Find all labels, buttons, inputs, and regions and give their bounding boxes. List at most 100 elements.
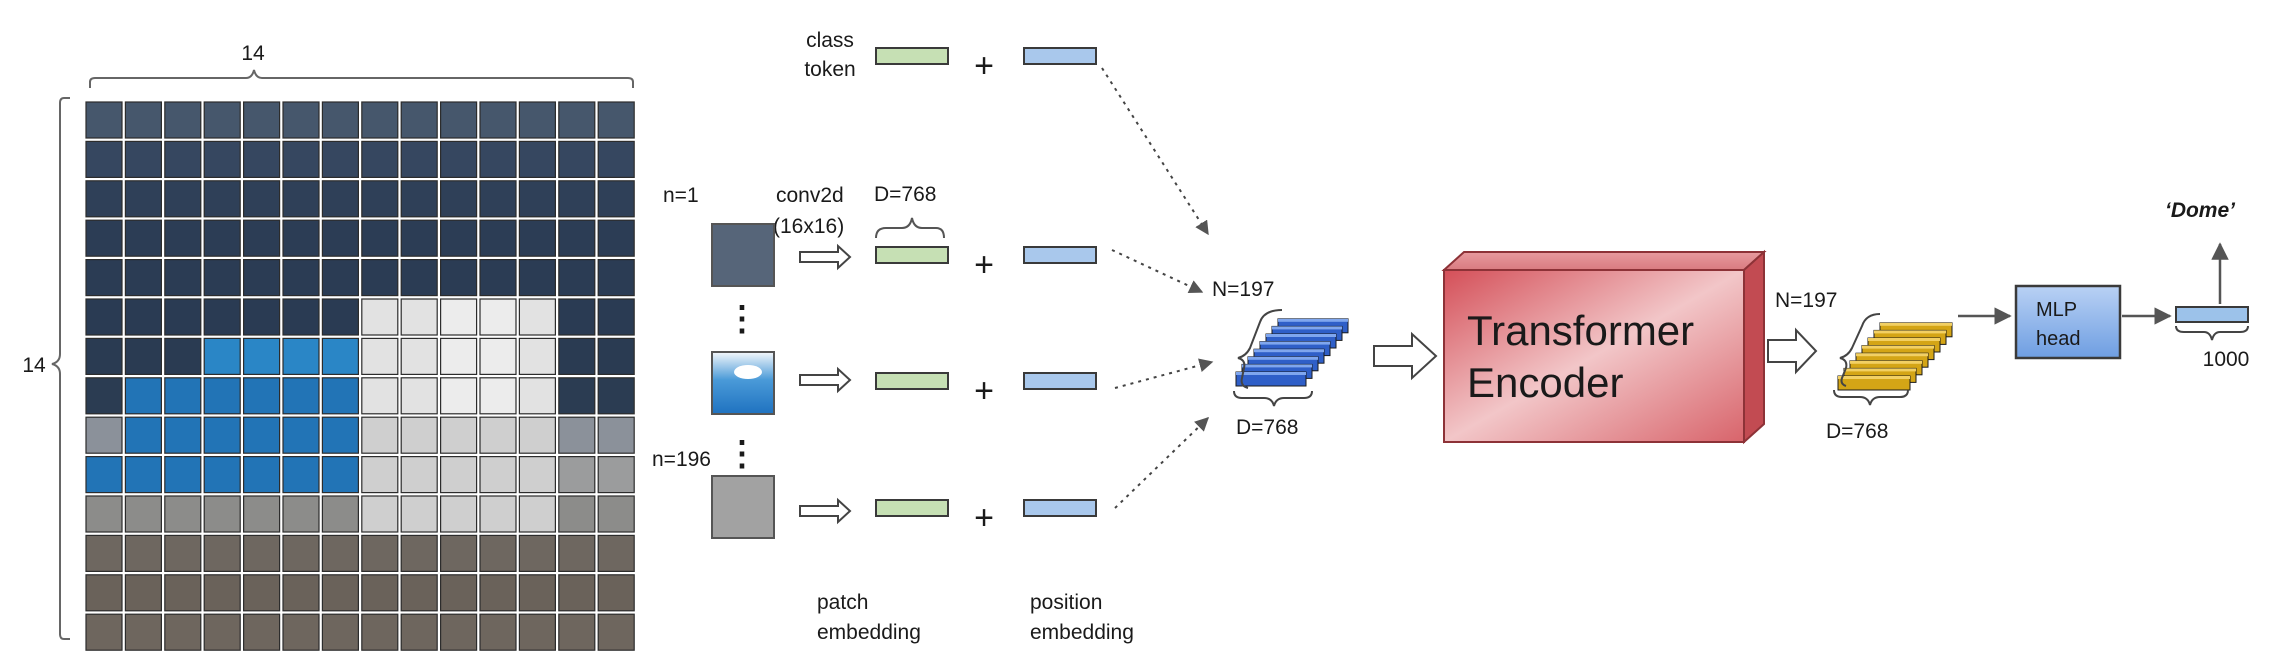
sequence-token-highlight: [1254, 349, 1324, 353]
grid-patch-cell: [361, 377, 399, 415]
plus-sign: +: [974, 372, 994, 410]
grid-patch-cell: [400, 534, 438, 573]
grid-patch-cell: [85, 219, 123, 257]
patch-first: [711, 223, 775, 287]
grid-patch-cell: [597, 219, 635, 257]
grid-patch-cell: [321, 219, 359, 257]
position-embedding-vector: [1023, 47, 1097, 65]
grid-patch-cell: [85, 101, 123, 139]
grid-patch-cell: [400, 337, 438, 375]
grid-patch-cell: [518, 219, 557, 257]
grid-patch-cell: [518, 259, 557, 297]
grid-patch-cell: [479, 613, 517, 651]
transformer-encoder-block: Transformer Encoder: [1441, 249, 1767, 445]
grid-patch-cell: [361, 416, 399, 454]
sequence-token-highlight: [1856, 353, 1928, 357]
sequence-token-highlight: [1278, 318, 1348, 322]
plus-sign: +: [974, 47, 994, 85]
grid-patch-cell: [164, 456, 202, 494]
class-token-line1: class: [806, 29, 854, 52]
grid-patch-cell: [440, 416, 478, 454]
input-token-sequence: [1235, 318, 1349, 387]
grid-patch-cell: [85, 377, 123, 415]
grid-patch-cell: [400, 219, 438, 257]
grid-patch-cell: [282, 259, 320, 297]
encoder-title-line2: Encoder: [1467, 359, 1623, 406]
grid-patch-cell: [164, 613, 202, 651]
grid-patch-cell: [321, 574, 359, 612]
output-logits-bar: [2175, 306, 2249, 323]
patch-dots-lower: ⋮: [725, 435, 759, 473]
patch-embedding-line1: patch: [817, 591, 868, 614]
grid-patch-cell: [558, 337, 596, 375]
grid-patch-cell: [321, 298, 359, 336]
grid-patch-cell: [243, 219, 281, 257]
patch-last: [711, 475, 775, 539]
grid-patch-cell: [361, 574, 399, 612]
plus-sign: +: [974, 499, 994, 537]
grid-patch-cell: [321, 613, 359, 651]
grid-patch-cell: [400, 140, 438, 178]
grid-patch-cell: [164, 574, 202, 612]
dotted-arrow-class: [1101, 67, 1209, 236]
grid-patch-cell: [282, 495, 320, 533]
grid-patch-cell: [203, 101, 241, 139]
grid-patch-cell: [558, 534, 596, 573]
grid-patch-cell: [85, 456, 123, 494]
plus-sign: +: [974, 246, 994, 284]
patch-arrow-1: [799, 243, 852, 271]
grid-patch-cell: [597, 613, 635, 651]
grid-patch-cell: [479, 180, 517, 218]
grid-patch-cell: [518, 613, 557, 651]
grid-patch-cell: [479, 259, 517, 297]
output-n-brace: [1839, 313, 1881, 387]
grid-patch-cell: [164, 337, 202, 375]
grid-patch-cell: [124, 416, 163, 454]
grid-patch-cell: [164, 298, 202, 336]
position-embedding-line1: position: [1030, 591, 1102, 614]
grid-patch-cell: [243, 574, 281, 612]
grid-patch-cell: [440, 534, 478, 573]
grid-patch-cell: [558, 377, 596, 415]
image-patch-grid: 14 14: [22, 42, 635, 651]
grid-patch-cell: [85, 298, 123, 336]
encoder-title-line1: Transformer: [1467, 307, 1694, 354]
grid-patch-cell: [361, 613, 399, 651]
dotted-arrow-middle: [1114, 358, 1214, 389]
grid-patch-cell: [440, 574, 478, 612]
grid-patch-cell: [597, 534, 635, 573]
grid-patch-cell: [243, 456, 281, 494]
sequence-token-highlight: [1272, 326, 1342, 330]
grid-patch-cell: [164, 259, 202, 297]
grid-patch-cell: [321, 416, 359, 454]
grid-patch-cell: [203, 180, 241, 218]
grid-patch-cell: [321, 456, 359, 494]
grid-patch-cell: [479, 534, 517, 573]
grid-patch-cell: [479, 456, 517, 494]
grid-patch-cell: [558, 456, 596, 494]
grid-patch-cell: [361, 259, 399, 297]
grid-patch-cell: [400, 259, 438, 297]
sequence-token-highlight: [1844, 368, 1916, 372]
grid-patch-cell: [597, 416, 635, 454]
position-embedding-vector: [1023, 372, 1097, 390]
grid-patch-cell: [479, 574, 517, 612]
grid-patch-cell: [518, 377, 557, 415]
grid-patch-cell: [440, 377, 478, 415]
grid-patch-cell: [124, 377, 163, 415]
grid-patch-cell: [518, 337, 557, 375]
output-dim-label: 1000: [2203, 348, 2250, 371]
grid-patch-cell: [479, 337, 517, 375]
output-n-label: N=197: [1775, 289, 1837, 312]
grid-patch-cell: [518, 495, 557, 533]
sequence-token-highlight: [1236, 372, 1306, 375]
grid-patch-cell: [243, 495, 281, 533]
grid-patch-cell: [440, 495, 478, 533]
grid-patch-cell: [85, 416, 123, 454]
grid-patch-cell: [243, 534, 281, 573]
grid-patch-cell: [558, 416, 596, 454]
grid-patch-cell: [597, 101, 635, 139]
grid-patch-cell: [558, 574, 596, 612]
grid-patch-cell: [321, 377, 359, 415]
